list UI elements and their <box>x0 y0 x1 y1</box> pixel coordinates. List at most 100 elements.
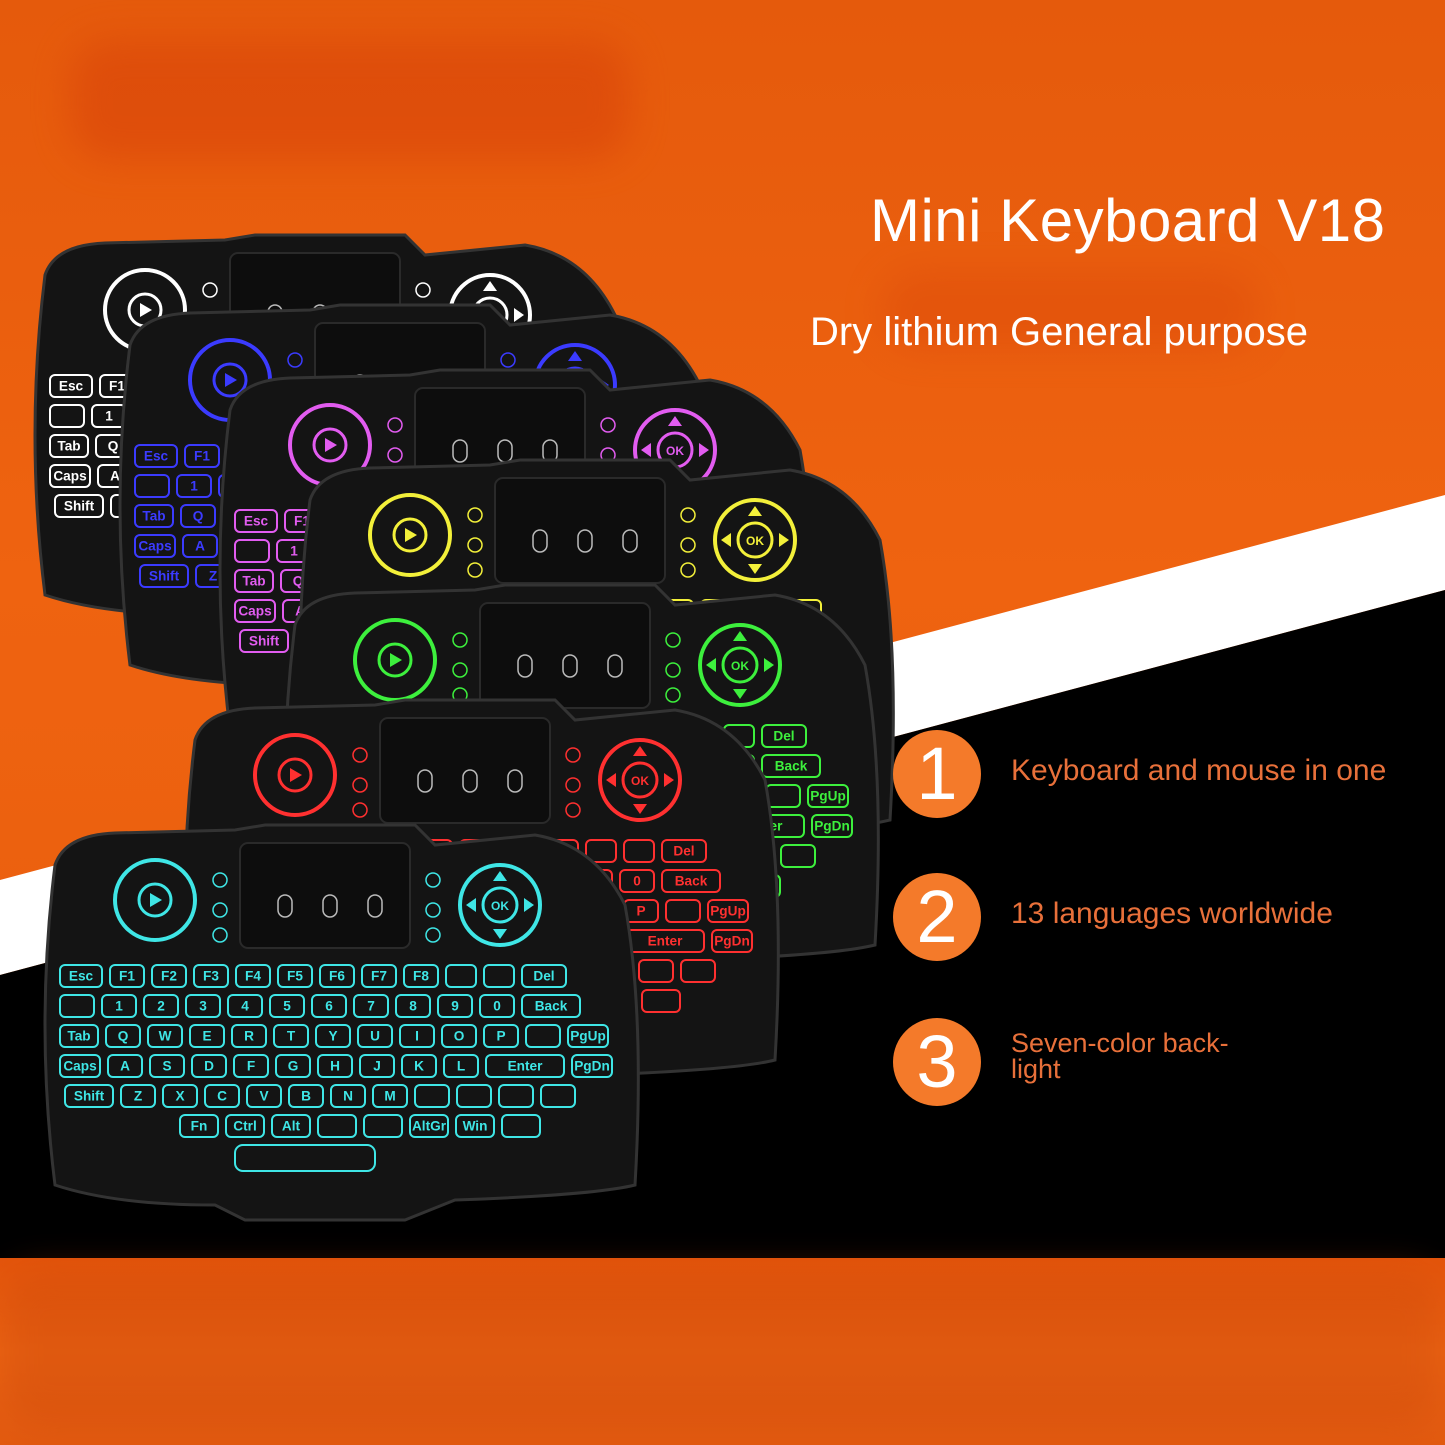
play-icon <box>390 653 402 667</box>
keyboard-key <box>143 994 179 1018</box>
keyboard-key <box>357 1024 393 1048</box>
key-label: Q <box>293 573 304 588</box>
keyboard-body <box>43 823 640 1222</box>
blurred-watermark-2 <box>880 270 1260 350</box>
ok-label: OK <box>666 444 684 458</box>
keyboard-key <box>105 1024 141 1048</box>
ok-label: OK <box>491 899 509 913</box>
key-label: R <box>244 1028 254 1043</box>
media-dial <box>368 493 452 577</box>
function-icon <box>387 447 403 463</box>
key-label: G <box>288 1058 299 1073</box>
keyboard-key <box>680 959 716 983</box>
key-label: F1 <box>194 448 210 463</box>
function-icon <box>467 562 483 578</box>
key-label: Back <box>535 998 568 1013</box>
key-label: PgUp <box>570 1028 606 1043</box>
key-label: Del <box>773 728 794 743</box>
keyboard-key <box>619 869 655 893</box>
keyboard-key <box>134 534 176 558</box>
function-icon <box>680 537 696 553</box>
key-label: 3 <box>199 998 207 1013</box>
product-subtitle: Dry lithium General purpose <box>810 310 1308 354</box>
key-label: A <box>195 538 205 553</box>
keyboard-key <box>403 964 439 988</box>
keyboard-key <box>179 1114 219 1138</box>
key-label: Back <box>775 758 808 773</box>
function-icon <box>352 747 368 763</box>
keyboard-key <box>485 1054 565 1078</box>
key-label: 4 <box>241 998 249 1013</box>
key-label: Fn <box>191 1118 208 1133</box>
keyboard-key <box>317 1054 353 1078</box>
media-dial <box>253 733 337 817</box>
keyboard-key <box>498 1084 534 1108</box>
key-label: H <box>330 1058 340 1073</box>
key-label: V <box>259 1088 268 1103</box>
keyboard-key <box>269 994 305 1018</box>
arrow-up-icon <box>733 631 747 641</box>
ok-label: OK <box>631 774 649 788</box>
key-label: Shift <box>249 633 280 648</box>
keyboard-key <box>147 1024 183 1048</box>
key-label: Del <box>673 843 694 858</box>
key-label: Tab <box>67 1028 90 1043</box>
keyboard-key <box>182 534 218 558</box>
keyboard-key <box>401 1054 437 1078</box>
key-label: B <box>301 1088 311 1103</box>
key-label: Tab <box>57 438 80 453</box>
keyboard-key <box>319 964 355 988</box>
key-label: Caps <box>53 468 87 483</box>
touchpad <box>379 717 551 824</box>
key-label: M <box>384 1088 395 1103</box>
key-label: AltGr <box>412 1118 447 1133</box>
keyboard-key <box>361 964 397 988</box>
keyboard-key <box>49 374 93 398</box>
mouse-icon <box>562 654 578 678</box>
key-label: C <box>217 1088 227 1103</box>
function-icon <box>425 902 441 918</box>
navigation-dial <box>598 738 682 822</box>
function-icon <box>387 417 403 433</box>
feature-text: Keyboard and mouse in one <box>1011 754 1387 787</box>
key-label: Esc <box>244 513 269 528</box>
keyboard-key <box>134 444 178 468</box>
function-icon <box>425 927 441 943</box>
arrow-down-icon <box>493 929 507 939</box>
key-label: 1 <box>115 998 123 1013</box>
keyboard-key <box>149 1054 185 1078</box>
keyboard-key <box>707 899 749 923</box>
keyboard-key <box>234 569 274 593</box>
key-label: 7 <box>367 998 375 1013</box>
feature-3: 3 Seven-color back-light <box>893 1018 1433 1118</box>
keyboard-key <box>811 814 853 838</box>
play-pause-icon <box>137 882 173 918</box>
play-icon <box>225 373 237 387</box>
function-icon <box>500 352 516 368</box>
key-label: T <box>287 1028 296 1043</box>
function-icon <box>665 687 681 703</box>
play-icon <box>140 303 152 317</box>
key-label: Back <box>675 873 708 888</box>
keyboard-key <box>59 964 103 988</box>
keyboard-key <box>525 1024 561 1048</box>
key-label: PgDn <box>714 933 750 948</box>
keyboard-key <box>151 964 187 988</box>
keyboard-key <box>456 1084 492 1108</box>
navigation-dial <box>458 863 542 947</box>
mouse-button-bar <box>234 1144 376 1172</box>
keyboard-key <box>479 994 515 1018</box>
navigation-dial <box>698 623 782 707</box>
function-icon <box>212 927 228 943</box>
keyboard-key <box>191 1054 227 1078</box>
mouse-icon <box>607 654 623 678</box>
play-icon <box>150 893 162 907</box>
mouse-icon <box>462 769 478 793</box>
function-icon <box>212 902 228 918</box>
keyboard-key <box>64 1084 114 1108</box>
keyboard-key <box>234 509 278 533</box>
arrow-right-icon <box>764 658 774 672</box>
keyboard-key <box>359 1054 395 1078</box>
